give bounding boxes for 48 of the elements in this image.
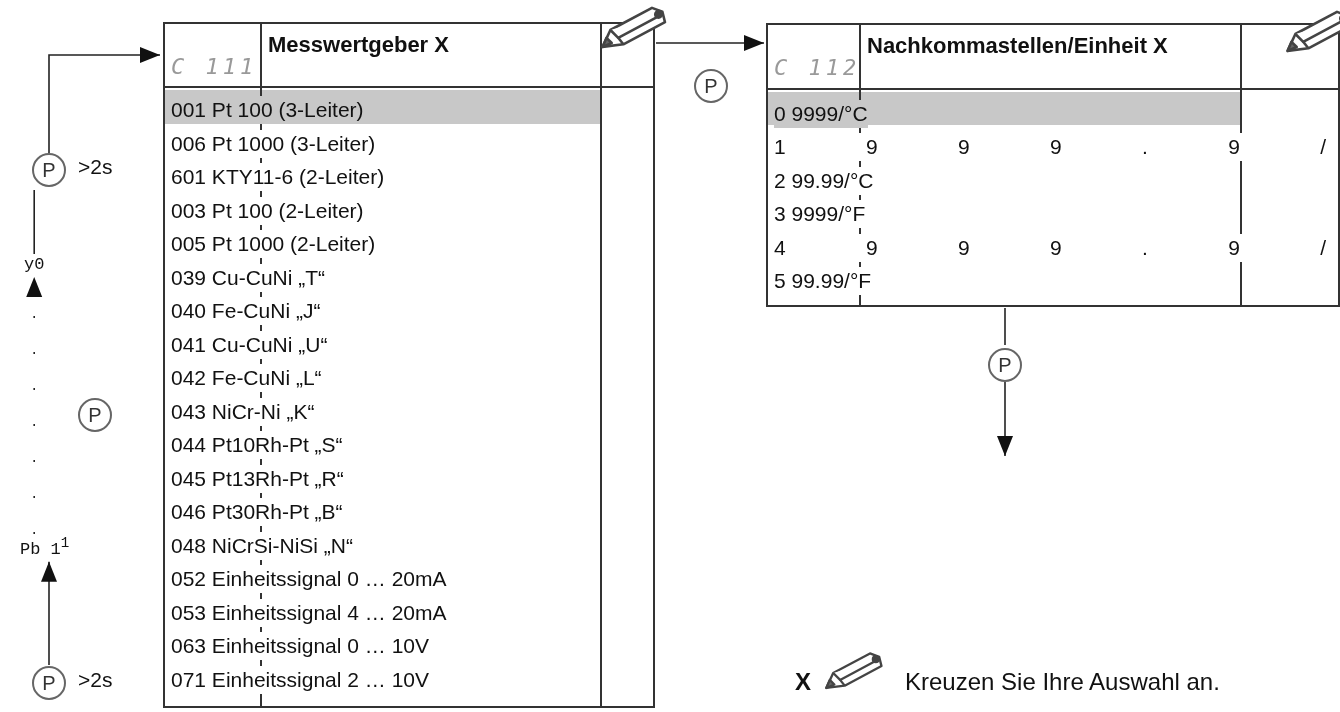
arrow (41, 560, 57, 666)
key-circle: P (32, 153, 66, 187)
duration-label: >2s (78, 155, 113, 179)
table-row-text: 005 Pt 1000 (2-Leiter) (171, 230, 376, 258)
table-row-text: 042 Fe-CuNi „L“ (171, 364, 322, 392)
table-row-text: 040 Fe-CuNi „J“ (171, 297, 321, 325)
key-circle: P (988, 348, 1022, 382)
connector-line (1004, 307, 1006, 346)
display-code: C 112 (774, 55, 861, 80)
table-row-text: 4 9 9 9 . 9 / (774, 233, 1326, 262)
menu-code-label: y0 (24, 255, 45, 274)
table-row-text: 045 Pt13Rh-Pt „R“ (171, 464, 344, 493)
table-heading: Nachkommastellen/Einheit X (867, 33, 1168, 59)
table-row-text: 044 Pt10Rh-Pt „S“ (171, 431, 343, 459)
table-row-text: 0 9999/°C (774, 100, 868, 128)
table-row-text: 2 99.99/°C (774, 166, 874, 195)
menu-code-label: Pb 1$^{1}$ (20, 535, 70, 559)
table-row-text: 006 Pt 1000 (3-Leiter) (171, 129, 376, 158)
table-row-text: 053 Einheitssignal 4 … 20mA (171, 598, 447, 627)
table-row-text: 048 NiCrSi-NiSi „N“ (171, 531, 354, 560)
table-row-text: 039 Cu-CuNi „T“ (171, 263, 326, 292)
display-code: C 111 (171, 54, 258, 79)
instruction-text: Kreuzen Sie Ihre Auswahl an. (905, 668, 1220, 696)
table-row-text: 041 Cu-CuNi „U“ (171, 330, 328, 359)
arrow (997, 381, 1013, 457)
arrow (26, 276, 43, 535)
table-row-text: 1 9 9 9 . 9 / (774, 133, 1326, 162)
key-circle: P (78, 398, 112, 432)
table-row-text: 003 Pt 100 (2-Leiter) (171, 196, 364, 225)
cross-mark-label: X (795, 668, 811, 696)
table-row-text: 052 Einheitssignal 0 … 20mA (171, 565, 447, 593)
arrow (655, 35, 765, 51)
arrow (48, 47, 161, 154)
key-circle: P (32, 666, 66, 700)
table-heading: Messwertgeber X (268, 32, 449, 58)
connector-line (33, 189, 35, 255)
duration-label: >2s (78, 668, 113, 692)
key-circle: P (694, 69, 728, 103)
table-row-text: 001 Pt 100 (3-Leiter) (171, 96, 364, 124)
table-row-text: 046 Pt30Rh-Pt „B“ (171, 498, 343, 526)
table-row-text: 063 Einheitssignal 0 … 10V (171, 632, 429, 660)
table-row-text: 071 Einheitssignal 2 … 10V (171, 665, 429, 694)
parameter-table (163, 22, 655, 708)
parameter-table (766, 23, 1340, 307)
table-row-text: 601 KTY11-6 (2-Leiter) (171, 163, 385, 191)
table-row-text: 043 NiCr-Ni „K“ (171, 397, 315, 426)
table-row-text: 5 99.99/°F (774, 267, 872, 295)
table-row-text: 3 9999/°F (774, 200, 866, 229)
